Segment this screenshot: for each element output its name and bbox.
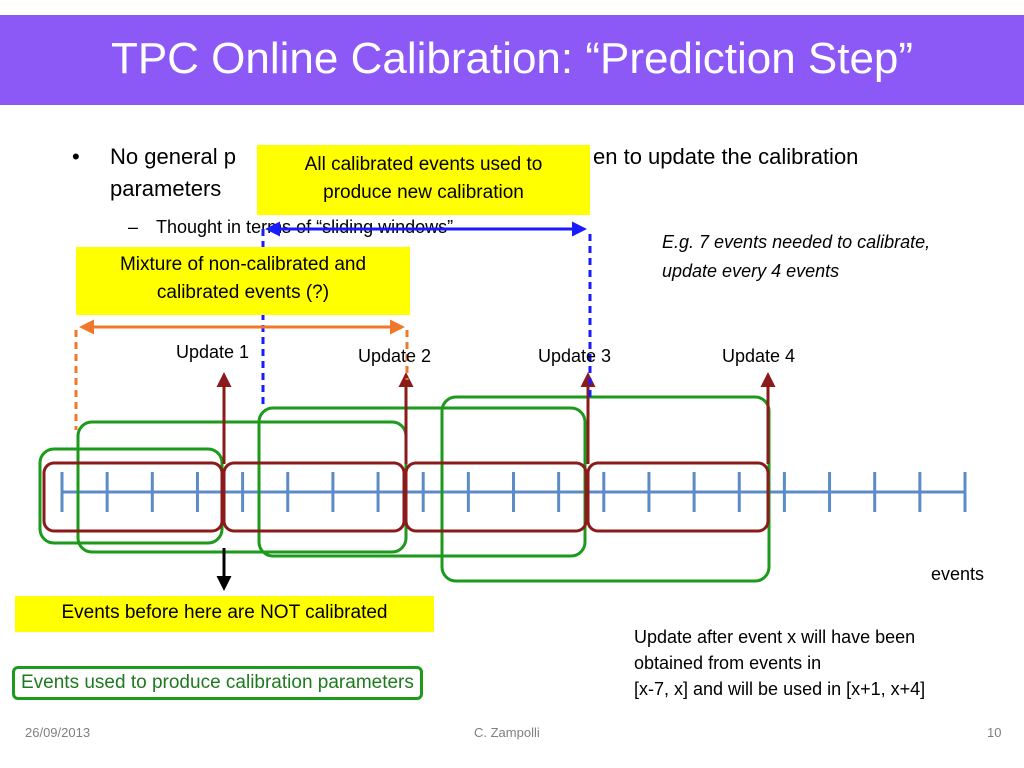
update-label-4: Update 4	[722, 346, 796, 366]
update-block-red	[404, 461, 588, 533]
note-line1: Update after event x will have been	[634, 627, 916, 647]
bullet-main-line2: parameters	[110, 176, 222, 201]
note-line2: obtained from events in	[634, 653, 822, 673]
footer-author: C. Zampolli	[474, 725, 540, 740]
calibrated-callout-line2: produce new calibration	[323, 182, 524, 203]
axis-label-events: events	[931, 564, 985, 584]
sub-bullet-symbol: –	[128, 217, 139, 237]
update-block-red	[42, 461, 224, 533]
bullet-main-right: en to update the calibration	[593, 144, 859, 169]
slide-title: TPC Online Calibration: “Prediction Step…	[110, 34, 914, 83]
bullet-main-left: No general p	[110, 144, 236, 169]
bullet-symbol: •	[72, 144, 80, 169]
update-block-red	[222, 461, 406, 533]
mixture-events-callout: Mixture of non-calibrated and calibrated…	[76, 247, 410, 315]
example-line2: update every 4 events	[662, 261, 840, 281]
footer-date: 26/09/2013	[25, 725, 91, 740]
green-legend-box: Events used to produce calibration param…	[12, 666, 423, 700]
update-label-2: Update 2	[358, 346, 432, 366]
calibration-window-green	[440, 395, 771, 583]
not-calibrated-callout: Events before here are NOT calibrated	[15, 596, 434, 632]
example-line1: E.g. 7 events needed to calibrate,	[662, 232, 931, 252]
calibrated-callout-line1: All calibrated events used to	[304, 154, 543, 175]
update-block-red	[586, 461, 770, 533]
note-line3: [x-7, x] and will be used in [x+1, x+4]	[634, 679, 926, 699]
update-label-1: Update 1	[176, 342, 250, 362]
calibrated-events-callout: All calibrated events used to produce ne…	[257, 145, 590, 215]
update-label-3: Update 3	[538, 346, 612, 366]
mixture-callout-line2: calibrated events (?)	[156, 282, 330, 303]
mixture-callout-line1: Mixture of non-calibrated and	[119, 254, 367, 275]
title-bar	[0, 15, 1024, 105]
footer-page: 10	[987, 725, 1002, 740]
